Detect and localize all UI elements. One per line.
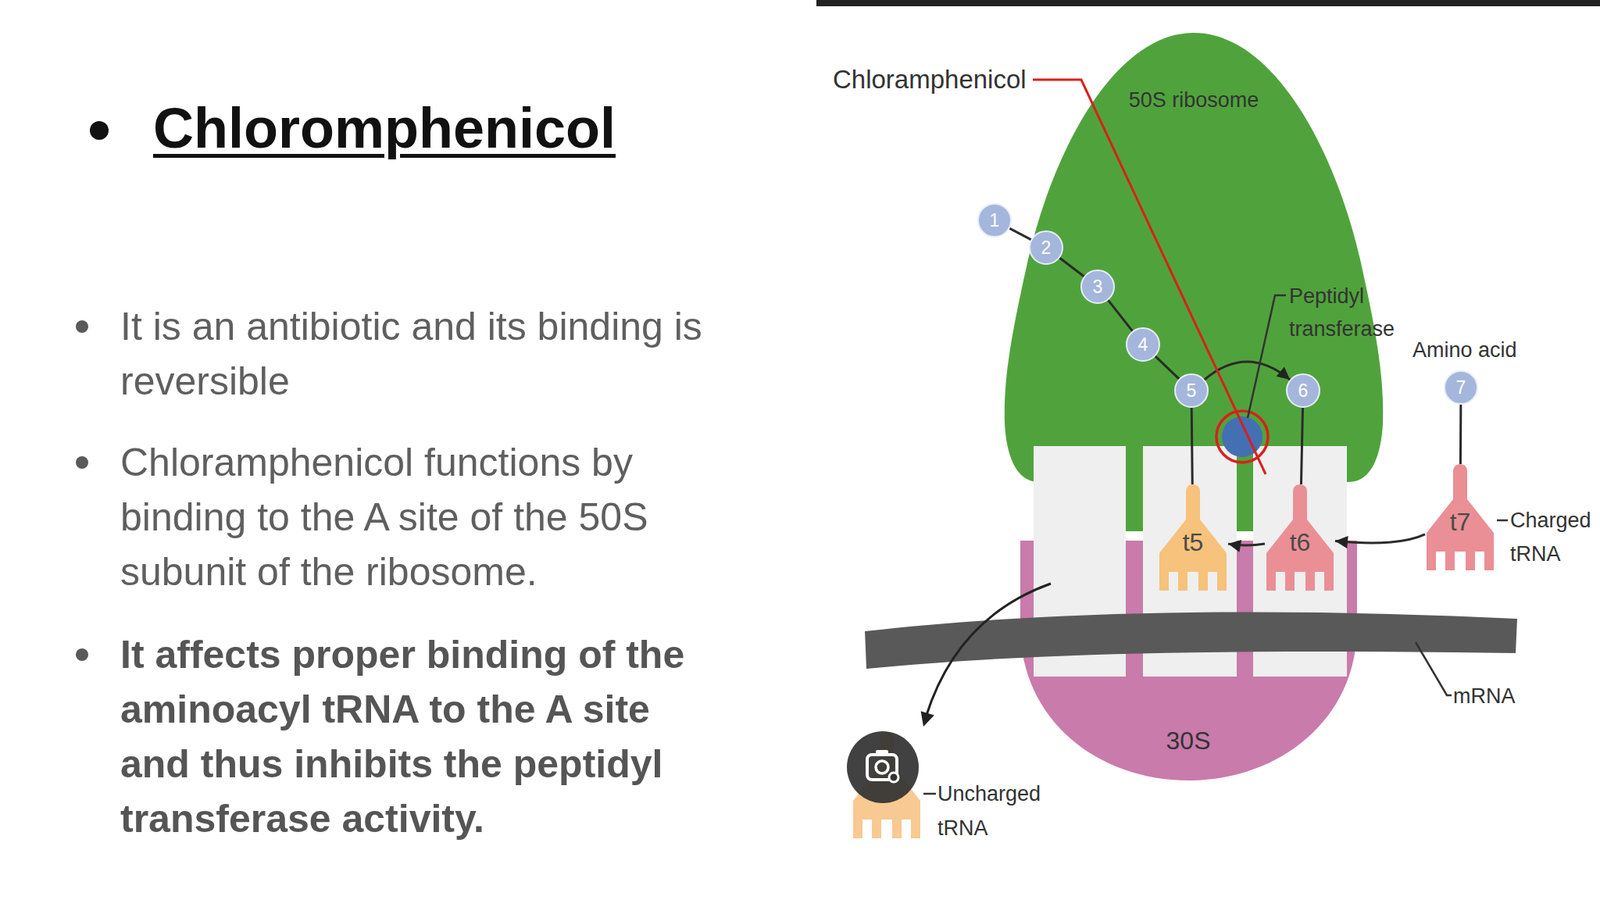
arrow-head — [1276, 367, 1290, 380]
bullet-dot — [75, 456, 89, 469]
bullet-dot — [75, 648, 89, 661]
amino-acid-circle: 5 — [1174, 373, 1209, 408]
circle-shape — [1286, 374, 1320, 408]
ribosome-50s: 50S ribosome 23 45 6 — [1004, 32, 1383, 483]
trna-outline — [853, 732, 921, 839]
bullet-text: It affects proper binding of the aminoac… — [120, 627, 730, 847]
callout-label: Peptidyl transferase — [1289, 279, 1407, 346]
node-text: 5 — [1174, 379, 1209, 402]
amino-acid-circle: 7 — [1443, 370, 1479, 405]
circle-shape — [1029, 231, 1063, 265]
slide-title: Chloromphenicol — [153, 100, 616, 157]
node-text: 1 — [977, 209, 1012, 232]
connector — [1060, 257, 1085, 276]
connector — [1204, 361, 1290, 380]
amino-acid-circle: 3 — [1080, 269, 1115, 304]
node-text: t5 — [1157, 526, 1229, 558]
trna-shape: t6 — [1264, 484, 1336, 592]
callout-label: Charged tRNA — [1510, 503, 1598, 572]
connector — [1009, 228, 1031, 240]
amino-acid-circle: 1 — [977, 203, 1012, 238]
connector — [1108, 300, 1133, 331]
leader-line — [923, 792, 936, 796]
bullet-dot — [75, 320, 89, 333]
amino-acid-circle: 6 — [1285, 373, 1321, 408]
connector — [1300, 407, 1303, 485]
node-text: t7 — [1425, 506, 1496, 538]
circle-shape — [1175, 374, 1208, 408]
title-bullet — [89, 121, 109, 140]
bullet-text: Chloramphenicol functions by binding to … — [120, 435, 730, 600]
callout-label: Uncharged tRNA — [937, 776, 1047, 846]
camera-body — [867, 754, 897, 780]
connector — [1228, 543, 1265, 546]
circle-shape — [1444, 371, 1478, 404]
amino-acid-circle: 4 — [1125, 327, 1161, 362]
connector — [1459, 404, 1462, 465]
circle-shape — [978, 203, 1011, 237]
callout-label: mRNA — [1453, 680, 1540, 712]
callout-label: Amino acid — [1412, 334, 1538, 366]
arrow-head — [1228, 539, 1242, 553]
amino-acid-circle: 2 — [1028, 230, 1064, 265]
callout-label: Chloramphenicol — [832, 62, 1068, 97]
dome-shape — [1004, 32, 1383, 483]
circle-shape — [1081, 270, 1115, 304]
uncharged-trna-shape — [853, 732, 921, 839]
connector — [1191, 407, 1193, 485]
camera-icon — [846, 731, 919, 804]
node-text: 4 — [1125, 333, 1161, 356]
trna-shape: t5 — [1157, 484, 1229, 592]
top-bar — [816, 0, 1600, 7]
arrow-head — [1335, 535, 1349, 549]
node-text: 6 — [1285, 379, 1321, 402]
circle-shape — [1126, 328, 1160, 361]
trna-shape: t7 — [1425, 464, 1496, 572]
connector — [1335, 534, 1425, 543]
node-text: t6 — [1264, 526, 1336, 558]
bowl-shape — [1020, 540, 1358, 781]
node-text: 2 — [1028, 236, 1064, 259]
node-text: 30S — [1110, 725, 1267, 757]
node-text: 3 — [1080, 275, 1115, 298]
node-text: 50S ribosome — [1115, 85, 1272, 115]
node-text: 7 — [1443, 376, 1479, 399]
camera-badge — [889, 772, 899, 783]
camera-top — [875, 750, 889, 756]
leader-line — [1415, 642, 1452, 696]
connector — [1155, 356, 1179, 379]
bullet-text: It is an antibiotic and its binding is r… — [120, 299, 730, 409]
arrow-head — [921, 710, 935, 727]
leader-line — [1496, 519, 1508, 522]
camera-lens — [875, 760, 889, 774]
